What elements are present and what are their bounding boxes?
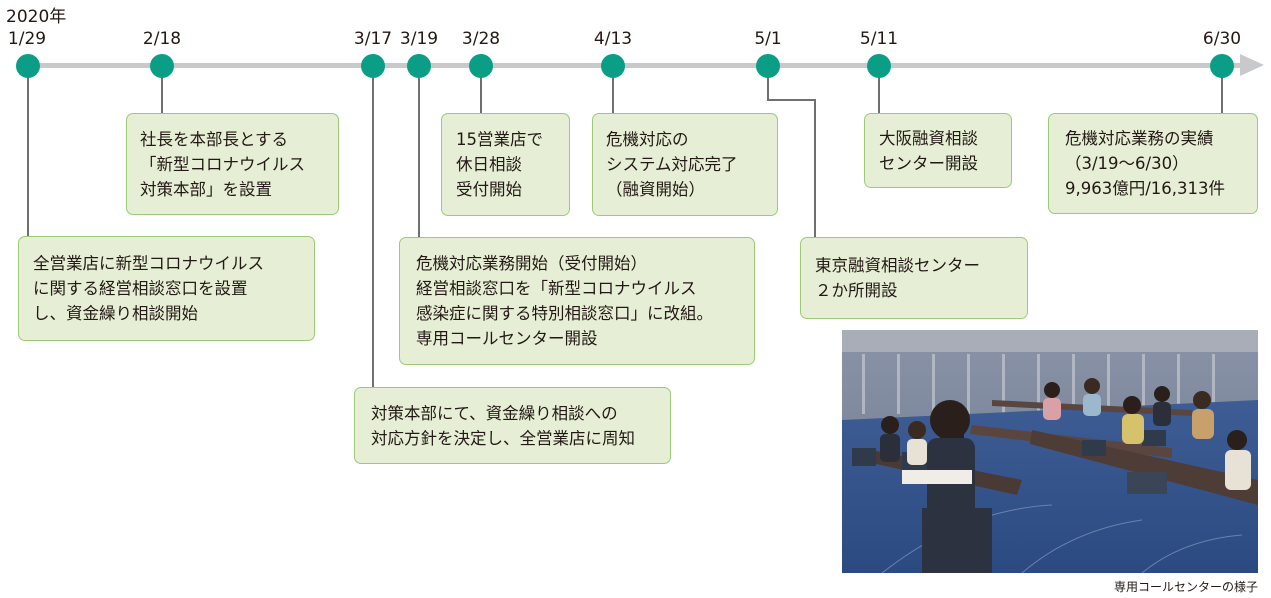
event-line: 「新型コロナウイルス: [140, 154, 305, 174]
connector-0218: [161, 66, 163, 114]
event-box-0511: 大阪融資相談 センター開設: [864, 113, 1012, 188]
date-label-0413: 4/13: [593, 29, 633, 49]
timeline-dot-0630: [1210, 54, 1234, 78]
year-label: 2020年: [6, 7, 67, 27]
event-line: 対応方針を決定し、全営業店に周知: [371, 428, 635, 448]
timeline-dot-0511: [867, 54, 891, 78]
event-line: 感染症に関する特別相談窓口」に改組。: [416, 304, 713, 323]
connector-0501-a: [767, 66, 769, 100]
event-line: 対策本部にて、資金繰り相談への: [371, 403, 618, 423]
timeline-dot-0129: [16, 54, 40, 78]
date-label-0129: 1/29: [7, 29, 47, 49]
event-line: センター開設: [879, 153, 978, 173]
event-line: に関する経営相談窓口を設置: [33, 279, 248, 298]
connector-0511: [878, 66, 880, 114]
event-box-0501: 東京融資相談センター ２か所開設: [800, 237, 1028, 319]
timeline-dot-0317: [361, 54, 385, 78]
connector-0501-c: [814, 99, 816, 239]
event-line: 大阪融資相談: [879, 128, 978, 148]
timeline-dot-0501: [756, 54, 780, 78]
call-center-photo: [842, 330, 1258, 573]
event-box-0319: 危機対応業務開始（受付開始） 経営相談窓口を「新型コロナウイルス 感染症に関する…: [399, 237, 755, 365]
date-label-0317: 3/17: [353, 29, 393, 49]
event-line: 全営業店に新型コロナウイルス: [33, 254, 264, 273]
event-line: （3/19～6/30）: [1065, 154, 1189, 173]
date-label-0319: 3/19: [399, 29, 439, 49]
event-line: システム対応完了: [606, 155, 738, 174]
event-line: 9,963億円/16,313件: [1065, 179, 1226, 198]
event-box-0218: 社長を本部長とする 「新型コロナウイルス 対策本部」を設置: [126, 113, 339, 215]
event-line: 対策本部」を設置: [140, 179, 272, 199]
event-box-0129: 全営業店に新型コロナウイルス に関する経営相談窓口を設置 し、資金繰り相談開始: [18, 236, 315, 341]
date-label-0328: 3/28: [461, 29, 501, 49]
timeline-dot-0218: [150, 54, 174, 78]
connector-0501-b: [767, 99, 815, 101]
event-line: し、資金繰り相談開始: [33, 304, 198, 323]
date-label-0511: 5/11: [859, 29, 899, 49]
event-line: ２か所開設: [815, 281, 898, 300]
event-line: 15営業店で: [456, 130, 543, 149]
connector-0317: [372, 66, 374, 389]
event-box-0413: 危機対応の システム対応完了 （融資開始）: [592, 113, 778, 216]
photo-caption: 専用コールセンターの様子: [1113, 580, 1258, 594]
timeline-axis: [28, 63, 1242, 68]
date-label-0501: 5/1: [754, 29, 782, 49]
timeline-dot-0319: [407, 54, 431, 78]
event-line: 受付開始: [456, 180, 522, 199]
event-line: 危機対応業務の実績: [1065, 129, 1214, 148]
event-box-0630: 危機対応業務の実績 （3/19～6/30） 9,963億円/16,313件: [1048, 113, 1258, 214]
connector-0630: [1221, 66, 1223, 114]
connector-0129: [27, 66, 29, 238]
event-line: 危機対応の: [606, 130, 689, 149]
event-line: 専用コールセンター開設: [416, 329, 598, 348]
event-box-0328: 15営業店で 休日相談 受付開始: [441, 113, 570, 216]
event-line: 経営相談窓口を「新型コロナウイルス: [416, 279, 697, 298]
timeline-dot-0413: [601, 54, 625, 78]
connector-0319: [418, 66, 420, 238]
event-box-0317: 対策本部にて、資金繰り相談への 対応方針を決定し、全営業店に周知: [354, 387, 671, 464]
timeline-dot-0328: [469, 54, 493, 78]
date-label-0630: 6/30: [1202, 29, 1242, 49]
event-line: 危機対応業務開始（受付開始）: [416, 254, 647, 273]
event-line: 社長を本部長とする: [140, 129, 289, 149]
event-line: （融資開始）: [606, 180, 705, 199]
date-label-0218: 2/18: [142, 29, 182, 49]
connector-0413: [612, 66, 614, 114]
call-center-photo-illustration: [842, 330, 1258, 573]
event-line: 休日相談: [456, 155, 522, 174]
event-line: 東京融資相談センター: [815, 256, 980, 275]
connector-0328: [480, 66, 482, 114]
timeline-arrow-head: [1240, 54, 1264, 76]
